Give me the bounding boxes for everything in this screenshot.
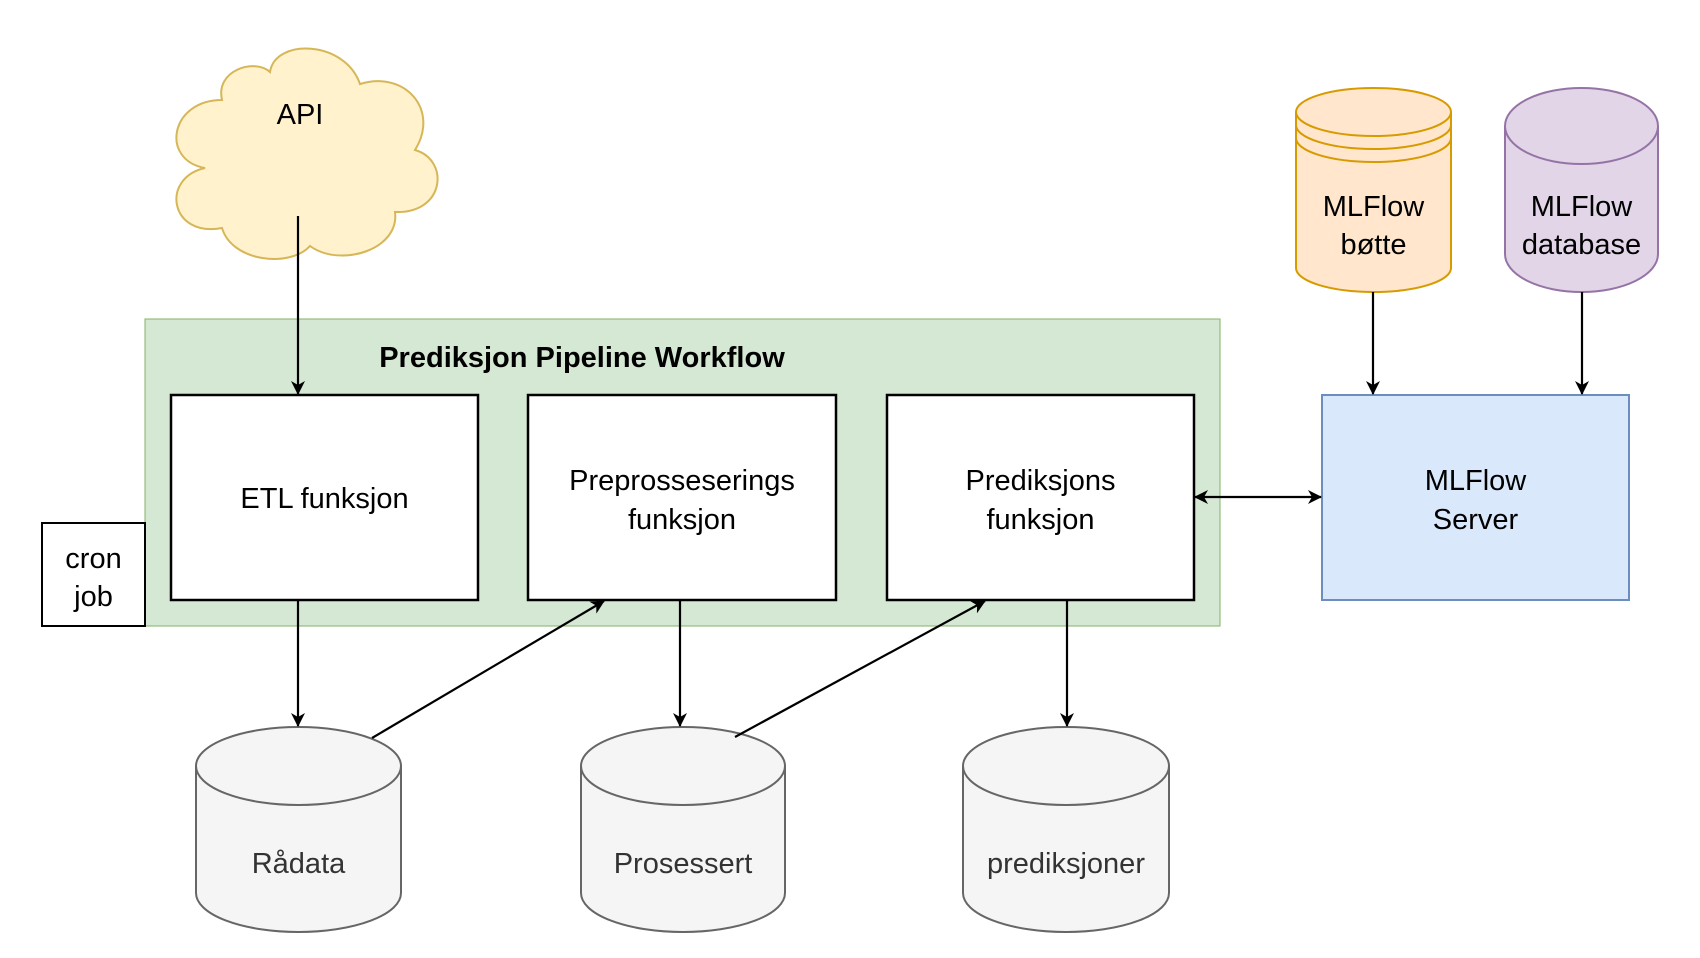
bucket-cylinder-icon [1295, 87, 1452, 293]
etl-function-box [169, 393, 480, 602]
mlflow-bucket-label-line-2: bøtte [1340, 229, 1406, 261]
mlflow-database-label-line-1: MLFlow [1531, 191, 1634, 223]
node-api[interactable]: API [175, 47, 439, 260]
api-label: API [277, 99, 324, 131]
prediction-function-label-line-1: Prediksjons [966, 465, 1116, 497]
node-preprocessing-function[interactable]: Preprosseserings funksjon [526, 393, 838, 602]
edge-raw-data-to-preprocessing[interactable] [371, 600, 605, 739]
node-cron-job[interactable]: cron job [41, 522, 146, 627]
mlflow-bucket-label-line-1: MLFlow [1323, 191, 1426, 223]
cron-job-label-line-1: cron [65, 543, 121, 575]
cron-job-box [41, 522, 146, 627]
etl-function-label: ETL funksjon [240, 483, 408, 515]
preprocessing-function-box [526, 393, 838, 602]
node-mlflow-bucket[interactable]: MLFlow bøtte [1295, 87, 1452, 293]
preprocessing-function-label-line-2: funksjon [628, 504, 736, 536]
predictions-label: prediksjoner [987, 848, 1145, 880]
mlflow-server-box [1321, 394, 1630, 601]
node-mlflow-database[interactable]: MLFlow database [1504, 87, 1659, 293]
predictions-cylinder-icon [962, 726, 1170, 933]
processed-label: Prosessert [614, 848, 753, 880]
node-raw-data[interactable]: Rådata [195, 726, 402, 933]
pipeline-group-title: Prediksjon Pipeline Workflow [379, 342, 785, 374]
mlflow-server-label-line-1: MLFlow [1425, 465, 1528, 497]
database-cylinder-icon [1504, 87, 1659, 293]
cron-job-label-line-2: job [73, 581, 113, 613]
mlflow-server-label-line-2: Server [1433, 504, 1519, 536]
prediction-function-label-line-2: funksjon [986, 504, 1094, 536]
raw-data-cylinder-icon [195, 726, 402, 933]
node-prediction-function[interactable]: Prediksjons funksjon [885, 393, 1196, 602]
node-etl-function[interactable]: ETL funksjon [169, 393, 480, 602]
processed-cylinder-icon [580, 726, 786, 933]
mlflow-database-label-line-2: database [1522, 229, 1641, 261]
edges [291, 216, 1589, 739]
raw-data-label: Rådata [252, 848, 346, 880]
preprocessing-function-label-line-1: Preprosseserings [569, 465, 795, 497]
prediction-function-box [885, 393, 1196, 602]
node-mlflow-server[interactable]: MLFlow Server [1321, 394, 1630, 601]
cloud-icon [175, 47, 439, 260]
node-processed[interactable]: Prosessert [580, 726, 786, 933]
edge-processed-to-prediction[interactable] [734, 600, 986, 738]
node-predictions[interactable]: prediksjoner [962, 726, 1170, 933]
